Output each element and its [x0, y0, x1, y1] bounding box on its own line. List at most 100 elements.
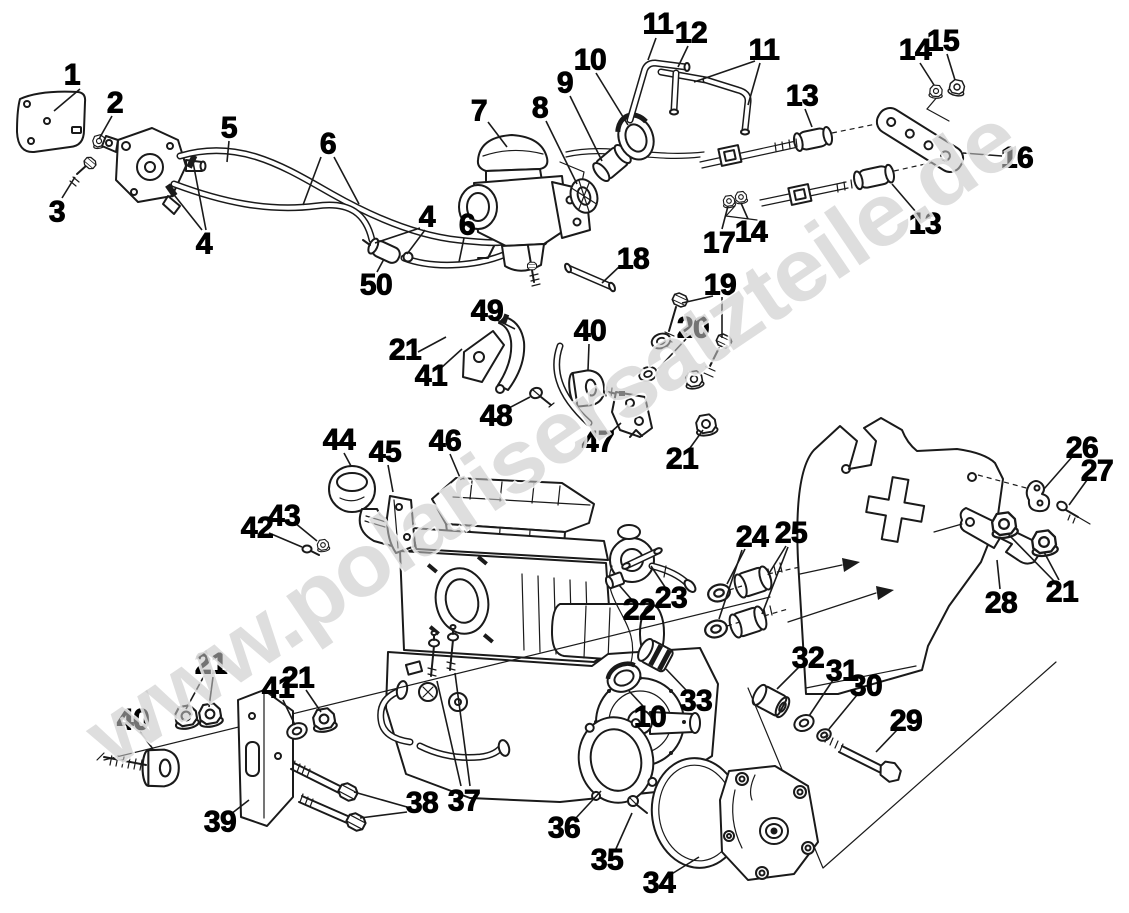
leader-line [693, 60, 756, 83]
leader-line [230, 799, 250, 815]
hw-31-washer [790, 710, 818, 736]
part-9-intake-duct [592, 143, 632, 183]
callout-number: 47 [582, 426, 614, 459]
callout-number: 17 [703, 227, 735, 260]
callout-number: 9 [557, 67, 573, 100]
callout-number: 26 [1066, 432, 1098, 465]
leader-line [650, 565, 666, 588]
leader-line [721, 205, 729, 230]
leader-line [747, 62, 761, 106]
leader-line [268, 532, 303, 548]
callout-41: 41 [414, 348, 463, 393]
callout-number: 31 [826, 655, 858, 688]
callout-number: 44 [323, 424, 356, 457]
callout-number: 19 [704, 269, 736, 302]
leader-line [387, 464, 394, 493]
callout-number: 20 [677, 312, 709, 345]
callout-number: 5 [221, 112, 237, 145]
part-48-screw [529, 386, 555, 408]
callout-number: 41 [262, 672, 294, 705]
callout-35: 35 [590, 812, 633, 877]
callout-43: 43 [267, 499, 318, 542]
leader-line [376, 258, 385, 273]
leader-line [1043, 551, 1060, 581]
vent-hoses-11-12 [626, 59, 752, 136]
leader-line [628, 690, 644, 707]
callout-1: 1 [53, 58, 81, 112]
callout-number: 24 [736, 521, 769, 554]
callout-number: 25 [775, 517, 807, 550]
nuts-17-14 [721, 190, 749, 209]
callout-2: 2 [98, 86, 124, 140]
leader-line [302, 156, 322, 206]
leader-line [374, 227, 421, 244]
leader-line [657, 338, 687, 370]
callout-11: 11 [642, 7, 674, 61]
callout-number: 42 [241, 512, 273, 545]
leader-line [440, 348, 463, 369]
hw-32-bushing [751, 683, 791, 719]
callout-number: 32 [792, 642, 824, 675]
leader-line [139, 731, 154, 750]
frame-panel [787, 417, 1031, 695]
callout-number: 10 [634, 701, 666, 734]
hw-23-pin [621, 547, 663, 570]
callout-4: 4 [374, 200, 437, 255]
leader-line [98, 115, 113, 140]
leader-line [962, 152, 1003, 157]
callout-50: 50 [359, 258, 393, 302]
callout-17: 17 [702, 205, 736, 260]
callout-number: 21 [666, 443, 698, 476]
callout-31: 31 [808, 654, 859, 717]
callout-number: 14 [735, 216, 768, 249]
vent-hose-airbox [553, 342, 593, 427]
leader-line [875, 729, 898, 753]
callout-39: 39 [203, 799, 250, 839]
leader-line [353, 791, 408, 808]
callout-15: 15 [926, 24, 960, 81]
part-fuel-pump [101, 127, 207, 215]
callout-number: 11 [749, 34, 780, 67]
callout-10: 10 [628, 690, 667, 734]
callout-number: 35 [591, 844, 623, 877]
callout-21: 21 [281, 661, 322, 713]
callout-number: 38 [406, 787, 438, 820]
callout-number: 41 [415, 360, 447, 393]
leader-line [226, 140, 230, 163]
callout-16: 16 [962, 141, 1034, 175]
hw-22-spacer [604, 571, 626, 590]
callout-number: 23 [655, 582, 687, 615]
callout-13: 13 [891, 183, 942, 241]
part-7-carburetor [458, 134, 705, 287]
leader-line [587, 343, 590, 371]
callout-number: 40 [574, 315, 606, 348]
callout-21: 21 [665, 429, 704, 476]
leader-line [1068, 479, 1088, 506]
part-29-bolt [824, 734, 902, 783]
leader-line [192, 161, 207, 231]
leader-line [185, 675, 205, 710]
callout-number: 2 [107, 87, 123, 120]
leader-line [761, 546, 789, 615]
callout-8: 8 [531, 91, 578, 185]
callout-number: 46 [429, 425, 461, 458]
leader-line [1043, 456, 1073, 490]
callout-48: 48 [479, 396, 531, 433]
leader-line [449, 453, 462, 481]
callout-number: 11 [643, 8, 674, 41]
leader-line [170, 190, 203, 231]
callout-49: 49 [470, 294, 516, 330]
leader-line [618, 584, 633, 601]
callout-number: 33 [680, 685, 712, 718]
part-37-studs [427, 624, 459, 677]
callout-number: 6 [320, 128, 336, 161]
callout-number: 4 [196, 228, 213, 261]
callout-21: 21 [185, 647, 228, 710]
part-42-screw [301, 544, 320, 556]
part-36-gasket [577, 716, 658, 804]
leader-line [740, 202, 749, 220]
callout-34: 34 [642, 856, 700, 900]
leader-line [946, 53, 956, 81]
